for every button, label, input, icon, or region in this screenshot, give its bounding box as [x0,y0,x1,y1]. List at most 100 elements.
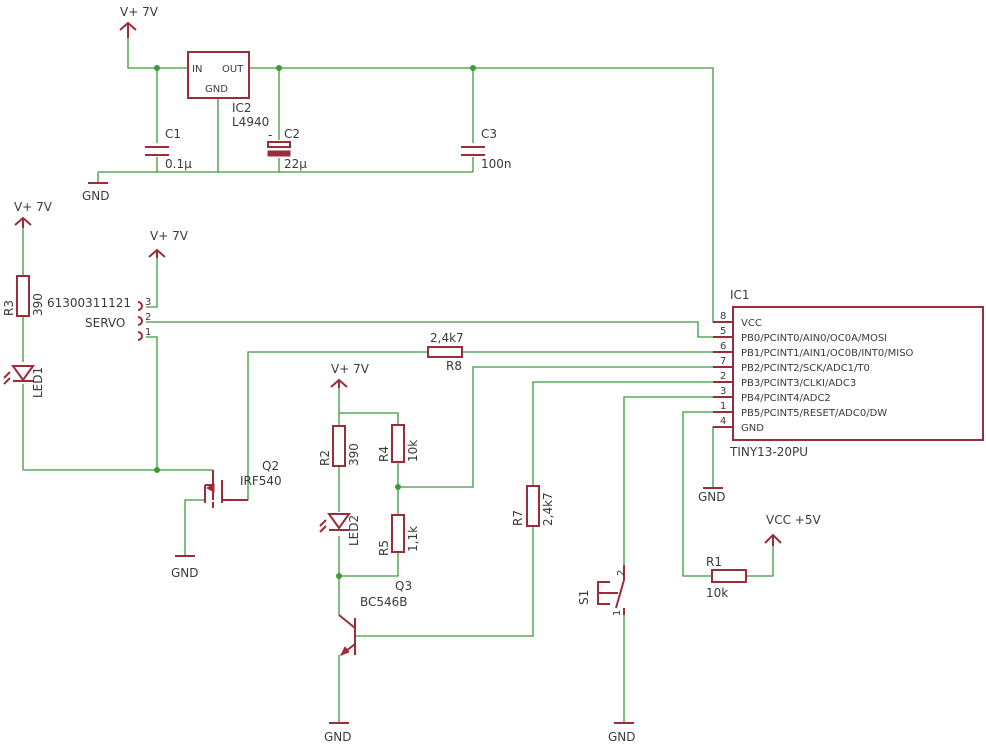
svg-text:PB0/PCINT0/AIN0/OC0A/MOSI: PB0/PCINT0/AIN0/OC0A/MOSI [741,333,887,344]
c1-capacitor: C1 0.1µ [145,127,192,171]
power-v7-q3: V+ 7V [330,362,370,388]
svg-text:0.1µ: 0.1µ [165,157,192,171]
svg-text:PB3/PCINT3/CLKI/ADC3: PB3/PCINT3/CLKI/ADC3 [741,378,856,389]
led1-diode: LED1 [3,365,45,398]
svg-text:10k: 10k [706,586,728,600]
svg-text:C1: C1 [165,127,181,141]
svg-text:GND: GND [608,730,636,744]
svg-text:VCC: VCC [741,318,762,329]
svg-text:2,4k7: 2,4k7 [541,492,555,526]
svg-text:S1: S1 [577,590,591,605]
svg-text:PB2/PCINT2/SCK/ADC1/T0: PB2/PCINT2/SCK/ADC1/T0 [741,363,870,374]
svg-text:2: 2 [720,371,726,382]
svg-text:IN: IN [192,64,202,75]
svg-text:GND: GND [205,84,228,95]
svg-text:100n: 100n [481,157,512,171]
svg-text:390: 390 [31,293,45,316]
ic2-regulator: IN OUT GND IC2 L4940 [187,51,269,129]
r5-resistor: R5 1,1k [377,514,420,556]
r3-resistor: R3 390 [2,275,45,317]
svg-text:Q3: Q3 [395,579,412,593]
svg-text:IRF540: IRF540 [240,474,282,488]
svg-text:8: 8 [720,311,726,322]
ic1-microcontroller: IC1 TINY13-20PU 8 VCC 5 PB0/PCINT0/AIN0/… [713,288,984,459]
svg-text:6: 6 [720,341,726,352]
svg-text:GND: GND [324,730,352,744]
power-v7-top: V+ 7V [119,5,159,38]
svg-text:V+ 7V: V+ 7V [14,200,53,214]
svg-text:V+ 7V: V+ 7V [120,5,159,19]
svg-text:Q2: Q2 [262,459,279,473]
svg-text:61300311121: 61300311121 [47,296,131,310]
ic1-pin-row-6: 1 PB5/PCINT5/RESET/ADC0/DW [713,401,887,419]
svg-text:1,1k: 1,1k [406,526,420,552]
svg-text:V+ 7V: V+ 7V [331,362,370,376]
junctions [154,65,476,579]
power-vcc5: VCC +5V [764,513,821,546]
power-v7-servo: V+ 7V [148,229,189,258]
svg-text:R5: R5 [377,540,391,556]
s1-switch: 2 1 S1 [577,565,627,616]
svg-text:4: 4 [720,416,726,427]
svg-text:PB1/PCINT1/AIN1/OC0B/INT0/MISO: PB1/PCINT1/AIN1/OC0B/INT0/MISO [741,348,914,359]
svg-text:LED1: LED1 [31,367,45,398]
svg-text:2,4k7: 2,4k7 [430,331,464,345]
r2-resistor: R2 390 [318,425,361,467]
c2-capacitor: - C2 22µ [267,127,307,171]
svg-text:R3: R3 [2,300,16,316]
gnd-symbol-top: GND [82,182,110,203]
svg-text:-: - [268,128,272,142]
ic1-pin-row-0: 8 VCC [713,311,762,329]
svg-text:BC546B: BC546B [360,595,408,609]
svg-text:1: 1 [612,610,623,616]
svg-text:1: 1 [145,327,151,338]
ic1-pin-row-7: 4 GND [713,416,764,434]
svg-text:OUT: OUT [222,64,244,75]
gnd-symbol-q2: GND [171,555,199,580]
q2-mosfet: Q2 IRF540 [204,459,282,508]
c3-capacitor: C3 100n [461,127,512,171]
q3-transistor: Q3 BC546B [338,579,412,656]
svg-text:3: 3 [720,386,726,397]
svg-text:2: 2 [145,312,151,323]
svg-text:GND: GND [698,490,726,504]
wires [22,38,774,722]
gnd-symbol-q3: GND [324,722,352,744]
svg-text:22µ: 22µ [284,157,307,171]
svg-text:GND: GND [741,423,764,434]
svg-text:GND: GND [171,566,199,580]
svg-text:R8: R8 [446,359,462,373]
svg-text:TINY13-20PU: TINY13-20PU [729,445,808,459]
svg-text:R1: R1 [706,555,722,569]
led2-diode: LED2 [319,513,361,546]
svg-text:5: 5 [720,326,726,337]
svg-text:GND: GND [82,189,110,203]
svg-text:IC1: IC1 [730,288,750,302]
r4-resistor: R4 10k [377,424,420,463]
svg-text:SERVO: SERVO [85,316,125,330]
ic1-pin-row-4: 2 PB3/PCINT3/CLKI/ADC3 [713,371,856,389]
r7-resistor: R7 2,4k7 [511,485,555,527]
svg-text:390: 390 [347,443,361,466]
ic1-pin-row-2: 6 PB1/PCINT1/AIN1/OC0B/INT0/MISO [713,341,914,359]
svg-text:1: 1 [720,401,726,412]
gnd-symbol-ic1: GND [698,487,726,504]
r1-resistor: R1 10k [706,555,747,600]
ic1-pin-row-5: 3 PB4/PCINT4/ADC2 [713,386,831,404]
svg-text:IC2: IC2 [232,101,252,115]
svg-text:C3: C3 [481,127,497,141]
r8-resistor: 2,4k7 R8 [427,331,464,373]
svg-text:L4940: L4940 [232,115,269,129]
svg-text:C2: C2 [284,127,300,141]
svg-text:VCC +5V: VCC +5V [766,513,821,527]
svg-text:10k: 10k [406,440,420,462]
svg-text:PB5/PCINT5/RESET/ADC0/DW: PB5/PCINT5/RESET/ADC0/DW [741,408,887,419]
power-v7-led1: V+ 7V [14,200,53,228]
svg-text:PB4/PCINT4/ADC2: PB4/PCINT4/ADC2 [741,393,831,404]
servo-connector: 3 2 1 61300311121 SERVO [47,296,151,341]
svg-text:V+ 7V: V+ 7V [150,229,189,243]
svg-text:LED2: LED2 [347,515,361,546]
svg-text:R4: R4 [377,446,391,462]
ic1-pin-row-3: 7 PB2/PCINT2/SCK/ADC1/T0 [713,356,870,374]
